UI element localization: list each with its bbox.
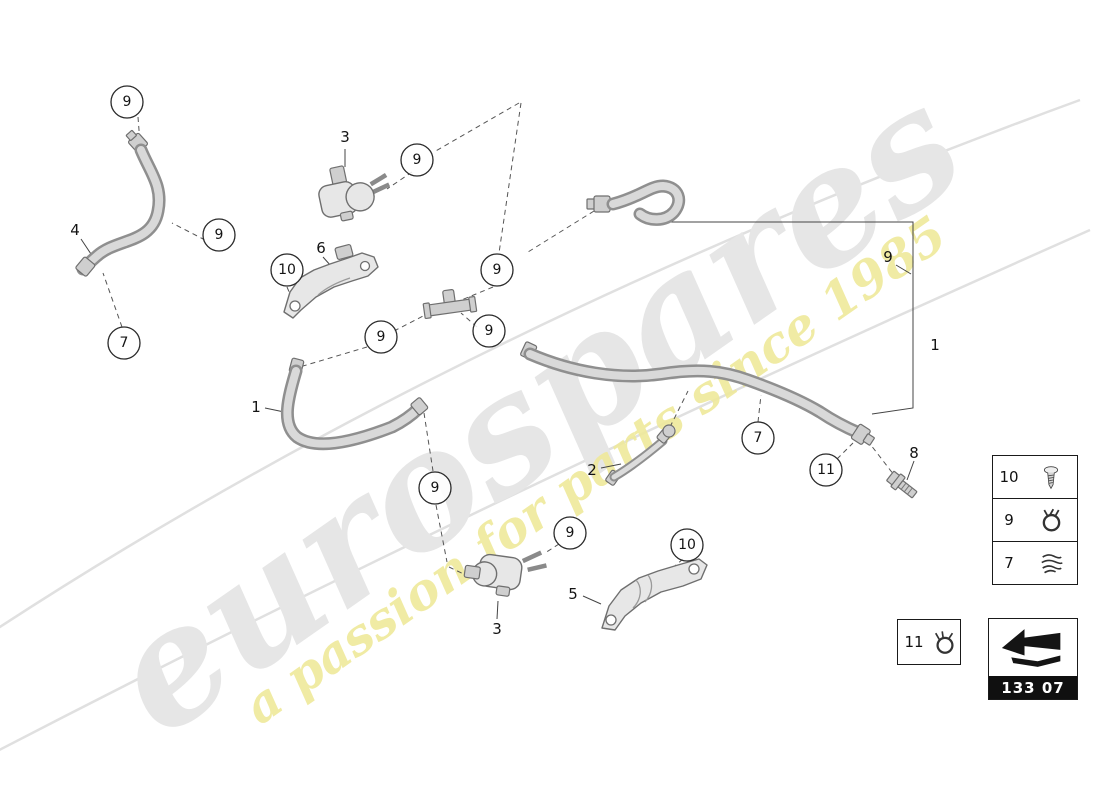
hose-part-2 — [605, 424, 676, 486]
hose-top-right — [586, 186, 679, 219]
callout-circle-7 — [107, 326, 141, 360]
part-label-6: 6 — [316, 239, 326, 257]
hose-fitting — [410, 397, 429, 416]
part-label-9: 9 — [485, 323, 494, 339]
part-label-7: 7 — [120, 335, 129, 351]
legend-fastener-table: 10 9 7 — [992, 455, 1078, 585]
callout-circle-7 — [741, 421, 775, 455]
callout-circle-9 — [400, 143, 434, 177]
callout-circle-9 — [110, 85, 144, 119]
direction-arrow-icon — [1001, 628, 1061, 667]
watermark-brand-text: eurospares — [75, 49, 995, 771]
part-label-10: 10 — [278, 262, 296, 278]
callout-circle-9 — [480, 253, 514, 287]
assembly-dashed-lines — [102, 102, 895, 578]
watermark-swoosh-curve — [0, 98, 1081, 629]
part-label-5: 5 — [568, 585, 578, 603]
bolt-part-8 — [886, 470, 918, 499]
bracket-part-6 — [283, 243, 379, 319]
retaining-clip-icon — [1041, 553, 1063, 573]
part-label-10: 10 — [678, 537, 696, 553]
legend-label: 7 — [1004, 554, 1014, 572]
legend-label: 9 — [1004, 511, 1014, 529]
hose-fitting — [850, 423, 875, 446]
t-connector — [422, 288, 478, 320]
hose-part-1-left — [287, 357, 429, 444]
legend-label: 10 — [999, 468, 1019, 486]
part-label-9: 9 — [431, 480, 440, 496]
callout-circle-9 — [553, 516, 587, 550]
diagram-parts — [75, 129, 918, 631]
callout-circle-9 — [472, 314, 506, 348]
part-label-8: 8 — [909, 444, 919, 462]
part-label-9: 9 — [215, 227, 224, 243]
part-label-9: 9 — [413, 152, 422, 168]
part-label-9: 9 — [123, 94, 132, 110]
callout-circle-9 — [418, 471, 452, 505]
part-label-7: 7 — [754, 430, 763, 446]
callout-circle-11 — [809, 453, 843, 487]
pump-part-3-bottom — [463, 550, 547, 597]
callout-circle-10 — [270, 253, 304, 287]
part-label-3: 3 — [492, 620, 502, 638]
hose-part-1-right — [520, 341, 875, 446]
part-label-9: 9 — [493, 262, 502, 278]
callout-circle-9 — [202, 218, 236, 252]
hose-clamp-icon — [1042, 508, 1060, 532]
callout-circle-9 — [364, 320, 398, 354]
bracket-part-5 — [601, 558, 708, 631]
part-label-9: 9 — [377, 329, 386, 345]
part-label-1: 1 — [251, 398, 261, 416]
part-code: 133 07 — [989, 676, 1077, 699]
legend-row-clamp: 11 — [897, 619, 961, 665]
part-code-box: 133 07 — [988, 618, 1078, 700]
part-label-11: 11 — [817, 462, 835, 478]
legend-row-retaining-clip: 7 — [992, 541, 1078, 585]
callout-circle-10 — [670, 528, 704, 562]
legend-row-screw: 10 — [992, 455, 1078, 499]
part-label-9: 9 — [883, 248, 893, 266]
hose-fitting — [586, 195, 611, 213]
screw-icon — [1043, 465, 1059, 489]
part-label-2: 2 — [587, 461, 597, 479]
watermark-swoosh-curve — [0, 228, 1091, 752]
part-label-1: 1 — [930, 336, 940, 354]
hose-part-4 — [75, 129, 159, 277]
part-label-9: 9 — [566, 525, 575, 541]
legend-label: 11 — [904, 633, 924, 651]
clamp-icon — [934, 630, 954, 654]
legend-row-hose-clamp: 9 — [992, 498, 1078, 542]
part-label-4: 4 — [70, 221, 80, 239]
pump-part-3-top — [318, 165, 391, 222]
part-label-3: 3 — [340, 128, 350, 146]
hose-ball-fitting — [656, 424, 676, 444]
hose-fitting — [75, 256, 96, 277]
